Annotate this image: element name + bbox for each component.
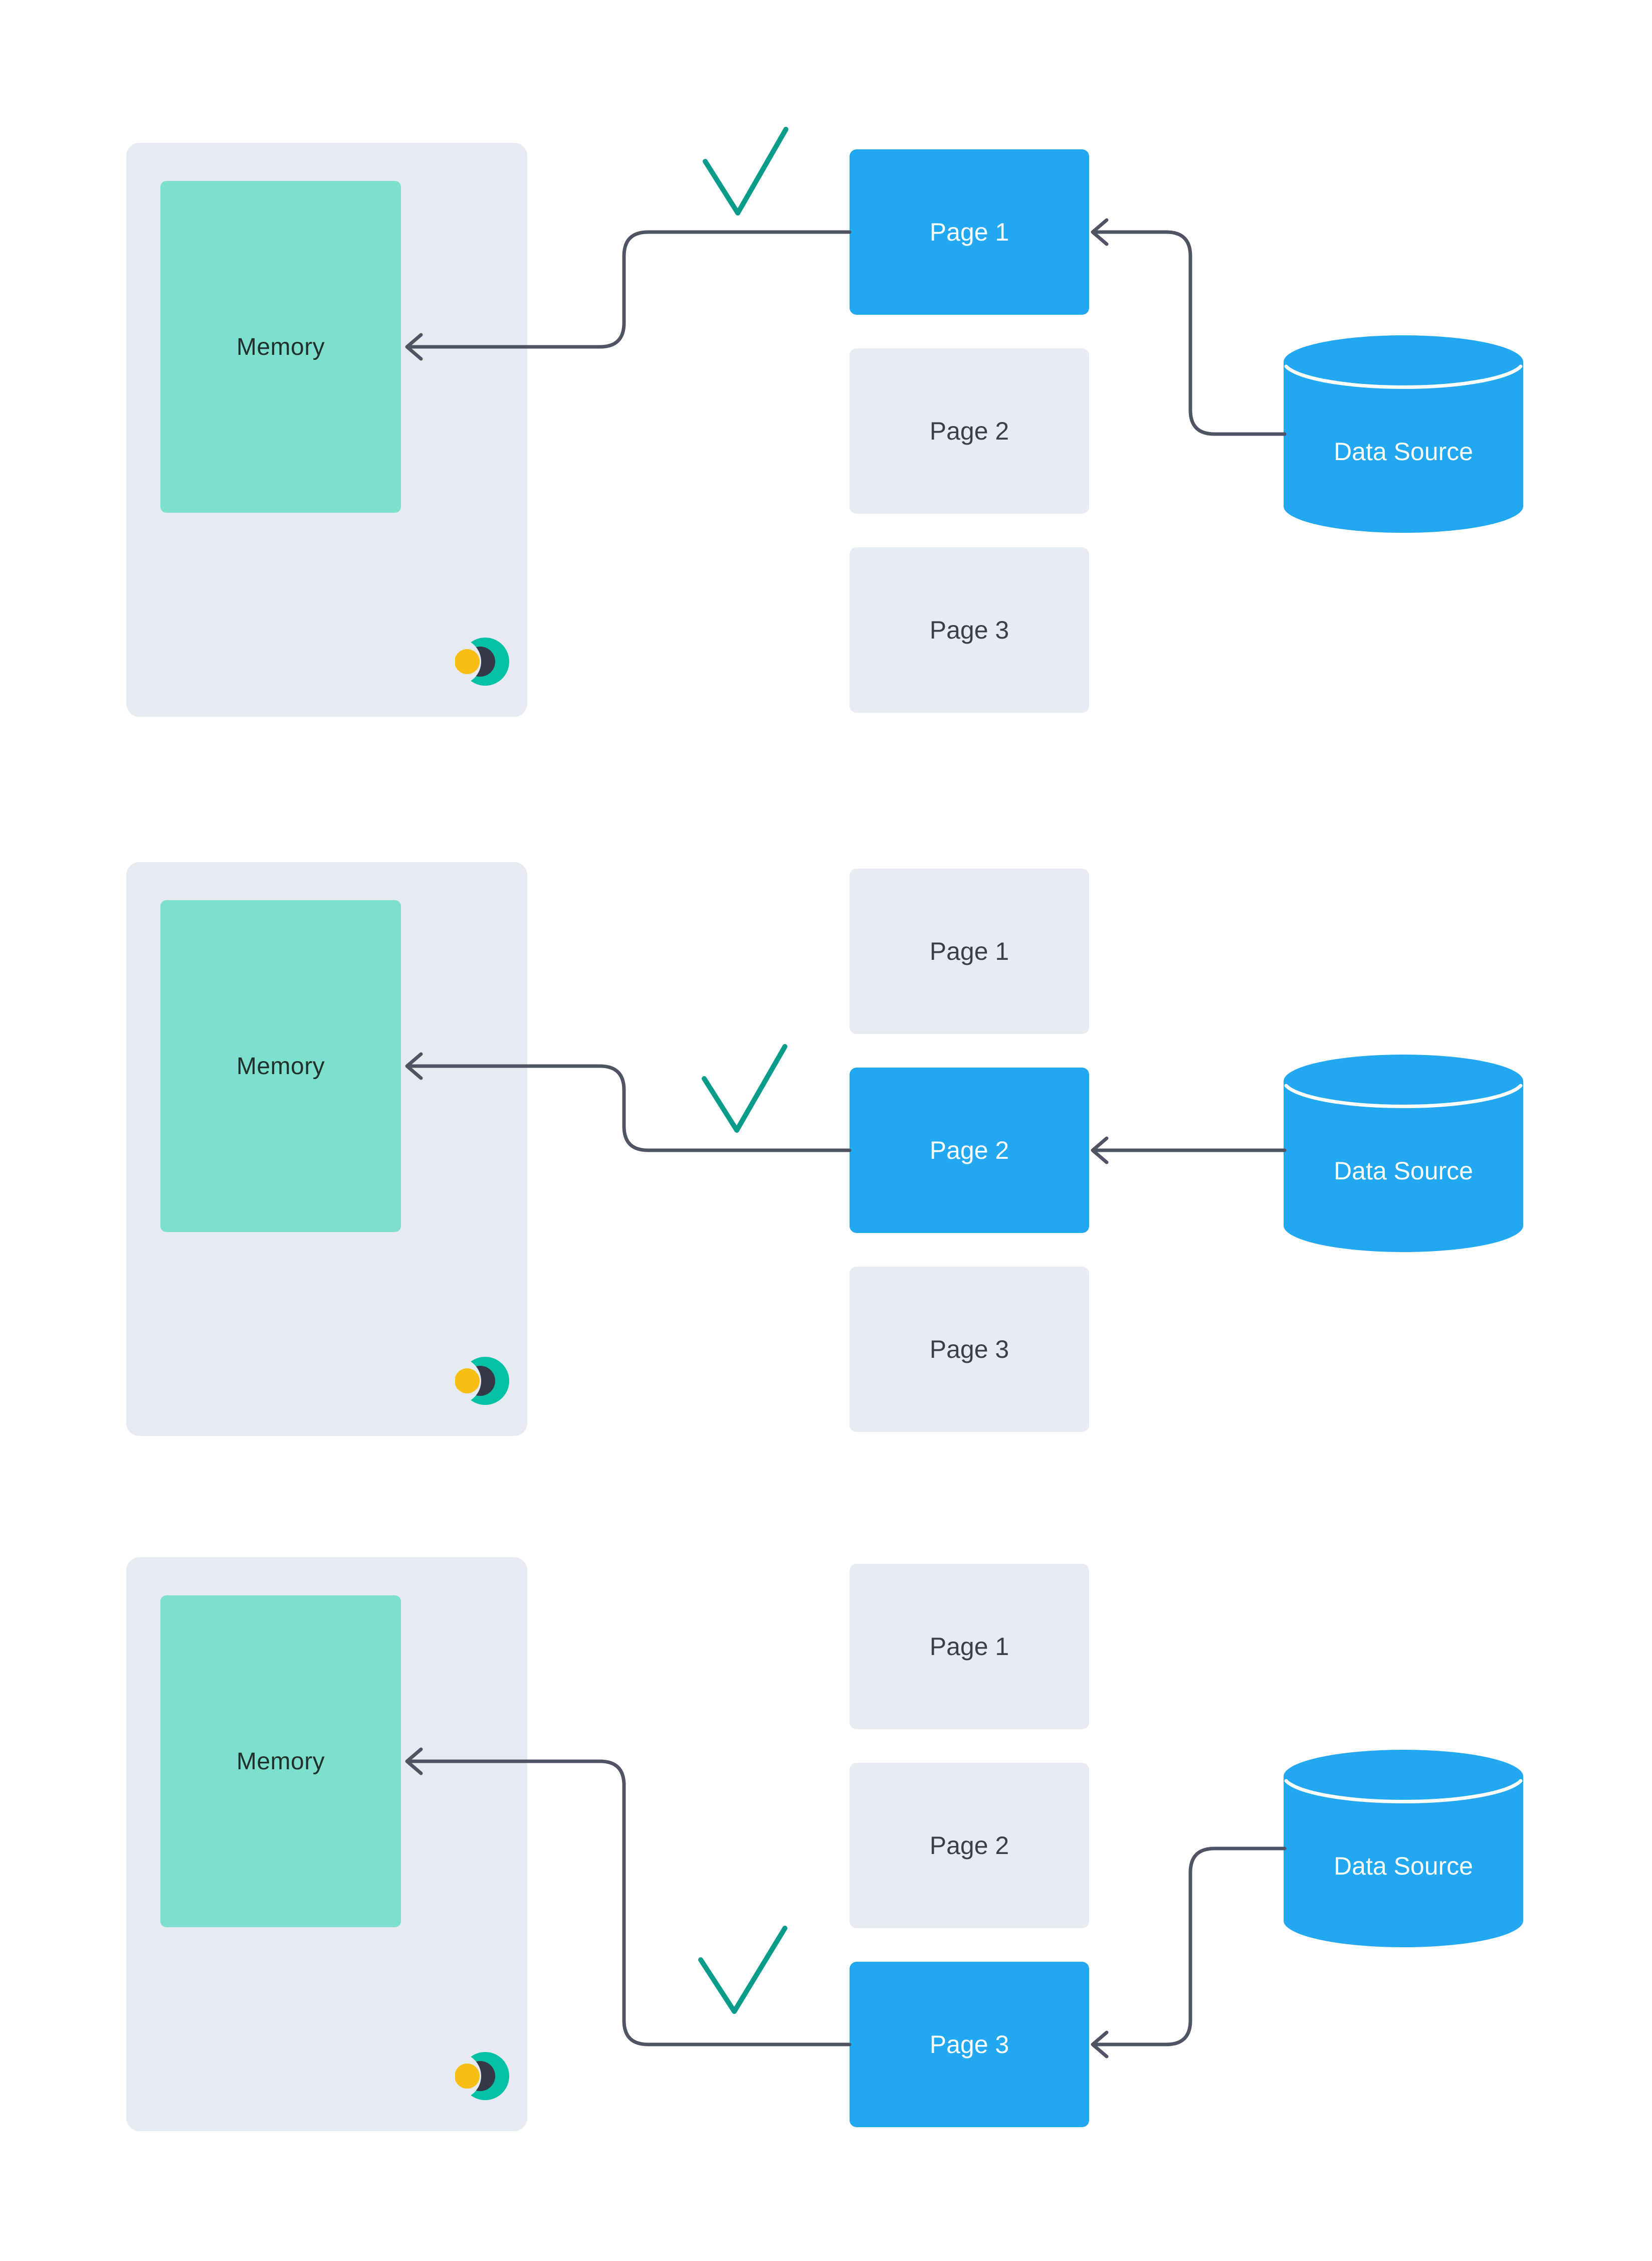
checkmark-icon <box>703 127 788 216</box>
memory-container: Memory <box>126 862 527 1436</box>
connector-datasource-to-page1 <box>1095 230 1287 436</box>
page-box-2: Page 2 <box>850 1763 1089 1928</box>
memory-container: Memory <box>126 1557 527 2131</box>
memory-block: Memory <box>160 1595 401 1927</box>
page-box-1: Page 1 <box>850 1564 1089 1729</box>
page-box-1: Page 1 <box>850 149 1089 315</box>
memory-label: Memory <box>236 333 325 360</box>
page-label: Page 2 <box>929 417 1009 445</box>
eclipse-logo-icon <box>455 638 509 686</box>
database-icon <box>1284 335 1523 533</box>
page-box-3: Page 3 <box>850 1962 1089 2127</box>
checkmark-icon <box>698 1926 787 2014</box>
page-label: Page 3 <box>929 616 1009 644</box>
memory-block: Memory <box>160 181 401 513</box>
memory-block: Memory <box>160 900 401 1232</box>
checkmark-icon <box>702 1044 787 1133</box>
data-source-label: Data Source <box>1334 1852 1473 1880</box>
page-box-3: Page 3 <box>850 547 1089 713</box>
data-source-label: Data Source <box>1334 1157 1473 1185</box>
memory-label: Memory <box>236 1748 325 1775</box>
page-box-1: Page 1 <box>850 869 1089 1034</box>
database-icon <box>1284 1750 1523 1947</box>
eclipse-logo-icon <box>455 2052 509 2100</box>
database-icon <box>1284 1055 1523 1252</box>
arrowhead-into-page3-icon <box>1091 2030 1109 2059</box>
data-source-label: Data Source <box>1334 438 1473 466</box>
data-source-cylinder: Data Source <box>1284 1054 1523 1253</box>
page-box-2: Page 2 <box>850 1068 1089 1233</box>
page-box-2: Page 2 <box>850 348 1089 514</box>
page-label: Page 3 <box>929 2030 1009 2059</box>
page-label: Page 1 <box>929 937 1009 965</box>
arrowhead-into-page1-icon <box>1091 218 1109 246</box>
memory-label: Memory <box>236 1053 325 1080</box>
arrowhead-into-page2-icon <box>1091 1136 1109 1164</box>
page-label: Page 3 <box>929 1335 1009 1363</box>
page-label: Page 1 <box>929 1632 1009 1661</box>
eclipse-logo-icon <box>455 1357 509 1405</box>
connector-datasource-to-page3 <box>1095 1846 1287 2046</box>
page-label: Page 1 <box>929 218 1009 246</box>
page-label: Page 2 <box>929 1136 1009 1164</box>
data-source-cylinder: Data Source <box>1284 334 1523 534</box>
page-label: Page 2 <box>929 1831 1009 1860</box>
page-box-3: Page 3 <box>850 1267 1089 1432</box>
memory-container: Memory <box>126 143 527 717</box>
data-source-cylinder: Data Source <box>1284 1749 1523 1948</box>
